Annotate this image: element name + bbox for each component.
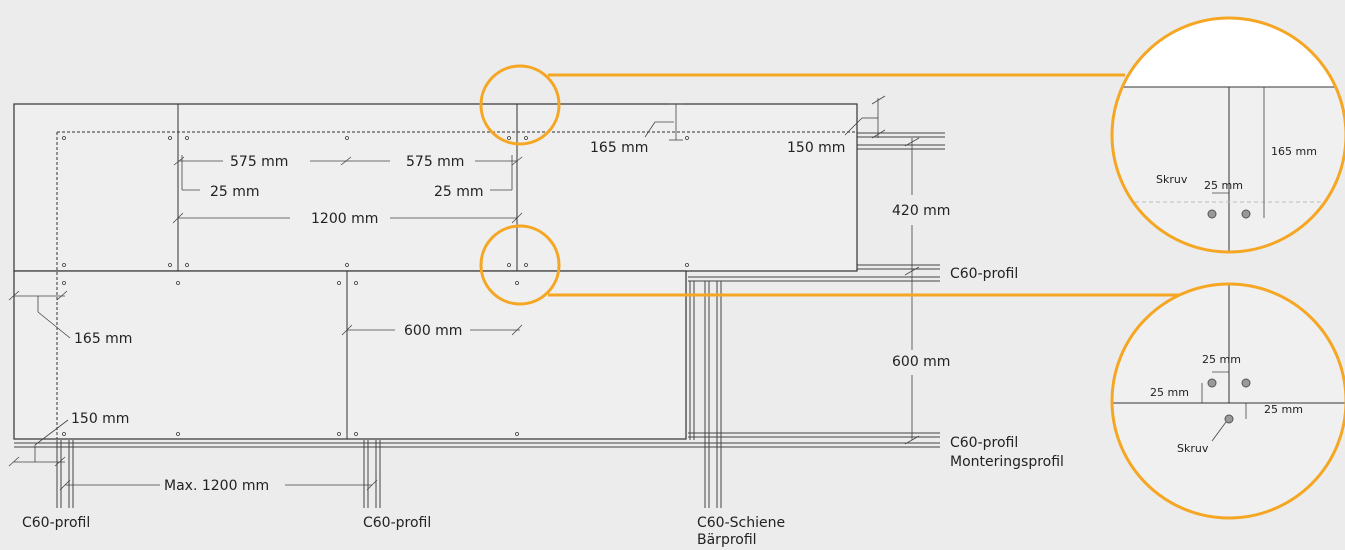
detail-bottom-dim-25-left: 25 mm [1150, 386, 1189, 399]
dim-575-b: 575 mm [406, 154, 464, 170]
dim-600-horizontal: 600 mm [404, 323, 462, 339]
detail-bottom-screw-label: Skruv [1177, 442, 1209, 455]
dim-150-left: 150 mm [71, 411, 129, 427]
profile-c60-bottom: C60-profil [950, 435, 1018, 451]
vertical-rails [56, 281, 722, 508]
screw-icon [1207, 378, 1217, 388]
screw-icon [1241, 209, 1251, 219]
detail-top-dim-165: 165 mm [1271, 145, 1317, 158]
detail-top-screw-label: Skruv [1156, 173, 1188, 186]
dim-max-1200: Max. 1200 mm [164, 478, 269, 494]
panel-joints [56, 104, 855, 439]
dim-1200: 1200 mm [311, 211, 378, 227]
detail-top: Skruv 25 mm 165 mm [1110, 16, 1345, 254]
dim-420: 420 mm [892, 203, 950, 219]
callouts [479, 64, 1185, 306]
horizontal-rails [14, 132, 945, 448]
profile-c60-mid: C60-profil [950, 266, 1018, 282]
dim-150-top: 150 mm [787, 140, 845, 156]
profile-c60-schiene: C60-Schiene [697, 515, 785, 531]
profile-c60-center: C60-profil [363, 515, 431, 531]
profile-c60-left: C60-profil [22, 515, 90, 531]
screw-icon [1224, 414, 1234, 424]
callout-circle-middle [479, 224, 561, 306]
profile-barprofil: Bärprofil [697, 532, 757, 548]
dim-25-a: 25 mm [210, 184, 260, 200]
detail-bottom: 25 mm 25 mm 25 mm Skruv [1110, 282, 1345, 520]
screw-icon [1207, 209, 1217, 219]
callout-circle-top [479, 64, 561, 146]
labels: 575 mm 575 mm 25 mm 25 mm 1200 mm 165 mm… [22, 140, 1064, 548]
detail-bottom-dim-25-right: 25 mm [1264, 403, 1303, 416]
detail-bottom-dim-25-top: 25 mm [1202, 353, 1241, 366]
dim-165-left: 165 mm [74, 331, 132, 347]
dim-165-top: 165 mm [590, 140, 648, 156]
lower-panel [13, 270, 687, 440]
screws [62, 136, 689, 436]
dim-25-b: 25 mm [434, 184, 484, 200]
dim-575-a: 575 mm [230, 154, 288, 170]
dim-600-vertical: 600 mm [892, 354, 950, 370]
detail-top-dim-25: 25 mm [1204, 179, 1243, 192]
dimension-lines [8, 95, 920, 491]
mounting-profile: Monteringsprofil [950, 454, 1064, 470]
screw-icon [1241, 378, 1251, 388]
